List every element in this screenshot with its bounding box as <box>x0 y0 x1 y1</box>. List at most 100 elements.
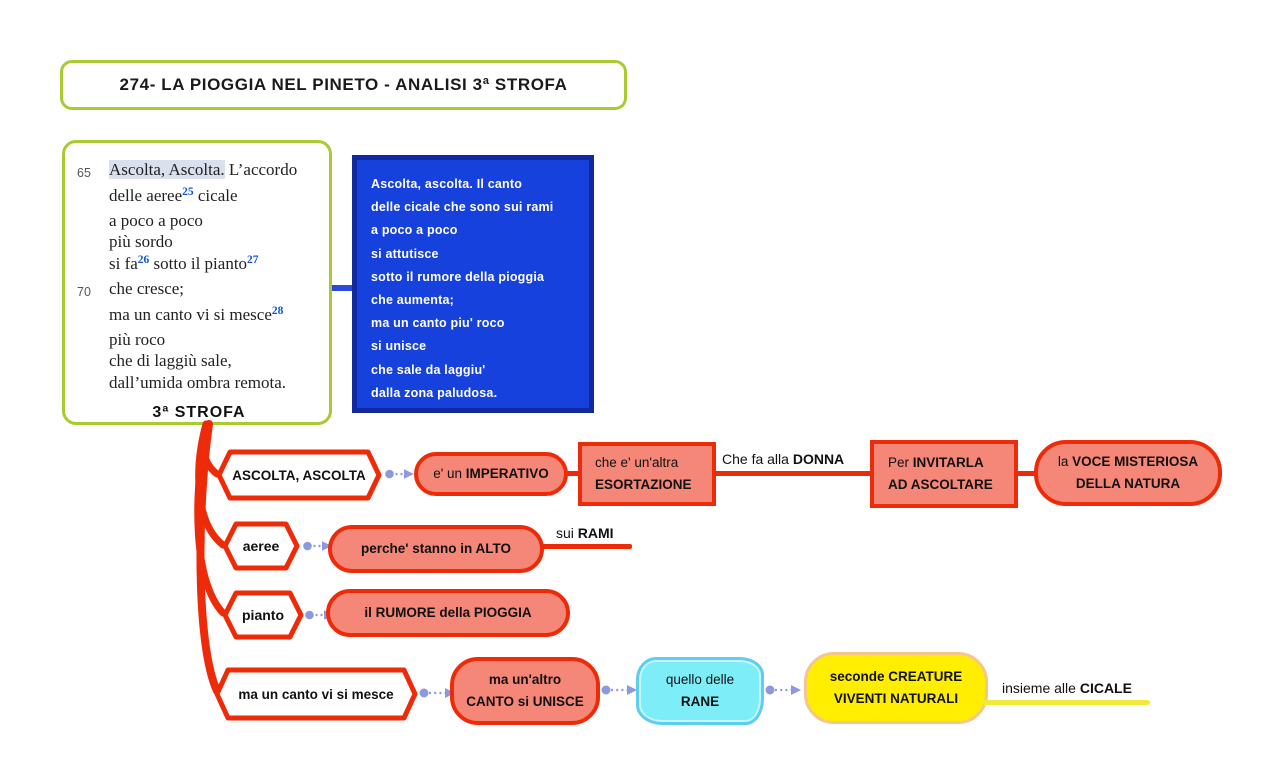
poem-line-text: più sordo <box>109 231 321 253</box>
paraphrase-line: che sale da laggiu' <box>371 362 486 377</box>
poem-line-text: a poco a poco <box>109 210 321 232</box>
poem-line-number <box>77 185 109 210</box>
node-text: RANE <box>681 691 719 713</box>
node-esortazione: che e' un'altra ESORTAZIONE <box>578 442 716 506</box>
node-text: perche' stanno in ALTO <box>361 538 511 560</box>
poem-line: ma un canto vi si mesce28 <box>77 304 321 329</box>
paraphrase-line: dalla zona paludosa. <box>371 385 498 400</box>
strofa-label: 3ª STROFA <box>152 403 246 421</box>
paraphrase-line: ma un canto piu' roco <box>371 316 505 331</box>
page-title: 274- LA PIOGGIA NEL PINETO - ANALISI 3ª … <box>119 75 568 94</box>
text-segment: L’accordo <box>224 160 298 179</box>
poem-line-number <box>77 304 109 329</box>
dot-arrow-connector <box>302 538 334 554</box>
text-segment: più roco <box>109 329 166 349</box>
text-segment: Per <box>888 455 913 470</box>
hex-label: ASCOLTA, ASCOLTA <box>232 467 366 483</box>
dot-arrow-connector <box>384 466 416 482</box>
edge-imperativo-esortazione <box>564 471 580 476</box>
text-segment: sotto il pianto <box>149 254 248 274</box>
poem-line: che di laggiù sale, <box>77 350 321 372</box>
poem-line-text: Ascolta, Ascolta. L’accordo <box>109 159 321 185</box>
poem-line-number <box>77 350 109 372</box>
text-segment: più sordo <box>109 232 173 252</box>
text-segment: che cresce; <box>109 278 185 298</box>
text-segment: seconde <box>829 669 889 684</box>
text-segment: delle aeree <box>109 185 183 205</box>
text-segment: Ascolta, Ascolta. <box>109 160 225 179</box>
text-segment: AD ASCOLTARE <box>888 477 993 492</box>
poem-line-text: ma un canto vi si mesce28 <box>109 304 321 329</box>
poem-line-number <box>77 253 109 278</box>
poem-line-text: si fa26 sotto il pianto27 <box>109 253 321 278</box>
text-segment: la <box>1057 454 1073 469</box>
footnote-superscript: 26 <box>137 254 150 267</box>
dot-arrow-connector <box>765 682 803 698</box>
text-segment: ESORTAZIONE <box>595 477 692 492</box>
paraphrase-line: Ascolta, ascolta. Il canto <box>371 177 523 191</box>
poem-line-number <box>77 210 109 232</box>
edge-label-cicale: insieme alle CICALE <box>1002 680 1132 696</box>
node-rane-cloud: quello delle RANE <box>636 657 764 725</box>
edge-label-rami: sui RAMI <box>556 525 614 541</box>
node-rumore-pioggia: il RUMORE della PIOGGIA <box>326 589 570 637</box>
hexagon-shape <box>222 521 300 571</box>
hexagon-shape <box>222 590 304 640</box>
text-segment: CREATURE <box>888 669 963 684</box>
footnote-superscript: 28 <box>271 304 284 317</box>
hex-ascolta-ascolta: ASCOLTA, ASCOLTA <box>216 449 382 501</box>
text-segment: che di laggiù sale, <box>109 351 232 371</box>
hex-label: ma un canto vi si mesce <box>238 686 394 702</box>
text-segment: DONNA <box>792 451 845 467</box>
hex-aeree: aeree <box>222 521 300 571</box>
node-text: DELLA NATURA <box>1076 473 1180 495</box>
poem-line-text: che di laggiù sale, <box>109 350 321 372</box>
poem-line-text: dall’umida ombra remota. <box>109 372 321 394</box>
text-segment: RANE <box>680 694 720 709</box>
paraphrase-line: che aumenta; <box>371 293 454 308</box>
poem-line: delle aeree25 cicale <box>77 185 321 210</box>
node-text: seconde CREATURE <box>830 666 963 688</box>
hex-label: aeree <box>242 538 280 554</box>
text-segment: il RUMORE della PIOGGIA <box>364 605 532 620</box>
title-box: 274- LA PIOGGIA NEL PINETO - ANALISI 3ª … <box>60 60 627 110</box>
edge-invitarla-voce <box>1016 471 1038 476</box>
text-segment: insieme alle <box>1002 680 1080 696</box>
hex-ma-un-canto: ma un canto vi si mesce <box>214 667 418 721</box>
text-segment: sui <box>556 525 578 541</box>
text-segment: DELLA NATURA <box>1075 476 1181 491</box>
poem-line: più roco <box>77 329 321 351</box>
poem-line-number <box>77 329 109 351</box>
node-imperativo: e' un IMPERATIVO <box>414 452 568 496</box>
node-text: la VOCE MISTERIOSA <box>1058 451 1198 473</box>
text-segment: e' un <box>433 466 466 481</box>
paraphrase-line: sotto il rumore della pioggia <box>371 269 545 284</box>
text-segment: perche' stanno in ALTO <box>361 541 511 556</box>
edge-label-donna: Che fa alla DONNA <box>722 451 844 467</box>
node-creature-viventi: seconde CREATURE VIVENTI NATURALI <box>804 652 988 724</box>
node-text: il RUMORE della PIOGGIA <box>364 602 531 624</box>
text-segment: VOCE MISTERIOSA <box>1072 454 1199 469</box>
text-segment: Che fa alla <box>722 451 793 467</box>
node-text: VIVENTI NATURALI <box>834 688 958 710</box>
footnote-superscript: 25 <box>182 185 194 198</box>
text-segment: a poco a poco <box>109 210 203 230</box>
text-segment: quello delle <box>665 672 735 687</box>
node-text: CANTO si UNISCE <box>466 691 584 713</box>
hex-label: pianto <box>242 607 284 623</box>
poem-line: a poco a poco <box>77 210 321 232</box>
node-text: Per INVITARLA <box>888 452 1014 474</box>
poem-line-number <box>77 231 109 253</box>
node-invitarla: Per INVITARLA AD ASCOLTARE <box>870 440 1018 508</box>
node-voce-misteriosa: la VOCE MISTERIOSA DELLA NATURA <box>1034 440 1222 506</box>
paraphrase-line: si unisce <box>371 339 427 354</box>
poem-line: si fa26 sotto il pianto27 <box>77 253 321 278</box>
poem-line-text: che cresce; <box>109 278 321 304</box>
text-segment: ma un canto vi si mesce <box>109 304 272 324</box>
text-segment: si fa <box>109 254 138 274</box>
